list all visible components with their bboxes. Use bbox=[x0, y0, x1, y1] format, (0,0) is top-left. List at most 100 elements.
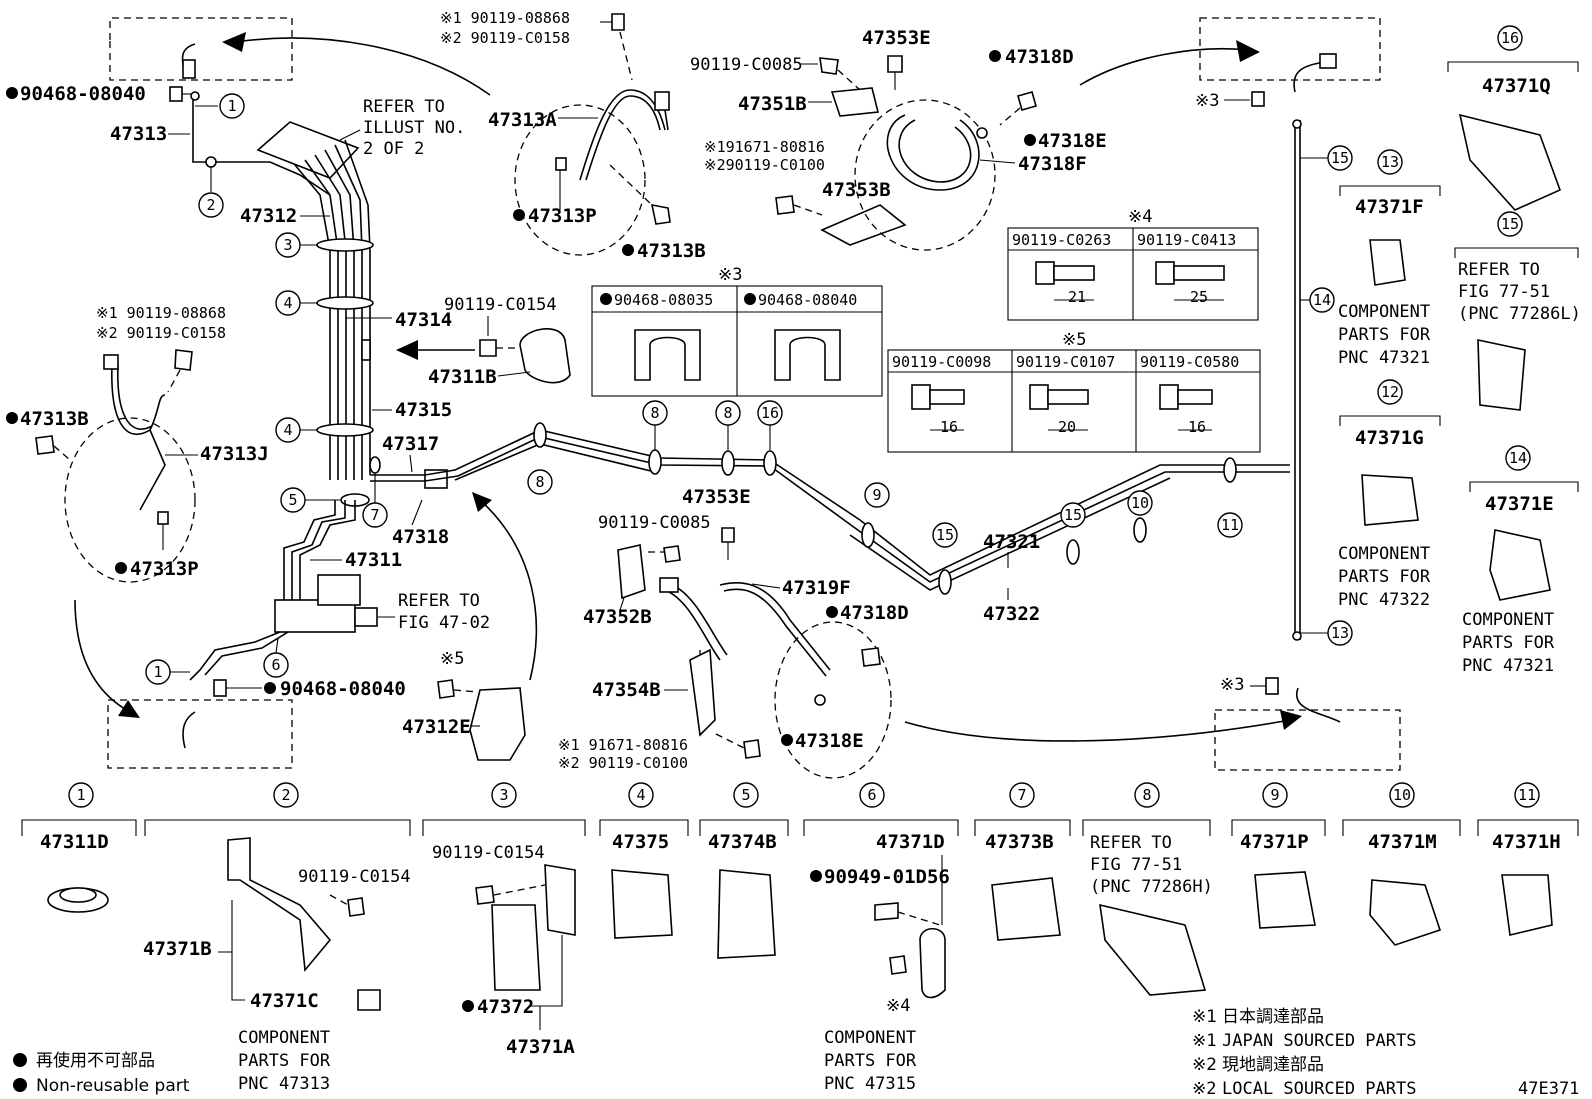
bottom-part-5: 5 47374B bbox=[699, 782, 789, 959]
note-3-mark: ※2 bbox=[1192, 1055, 1217, 1075]
brake-tubes-47311 bbox=[283, 500, 356, 600]
svg-text:9: 9 bbox=[1270, 786, 1279, 804]
label-47311: 47311 bbox=[345, 549, 402, 571]
note-s2-c0158-b: ※2 90119-C0158 bbox=[96, 324, 226, 342]
label-90949-01D56: 90949-01D56 bbox=[824, 866, 950, 888]
table-s5-dim2: 20 bbox=[1058, 418, 1076, 436]
label-47313: 47313 bbox=[110, 123, 167, 145]
note-s1-80816-a: ※191671-80816 bbox=[704, 138, 825, 156]
callout-4-upper: 4 bbox=[283, 294, 292, 312]
table-s4-dim2: 25 bbox=[1190, 288, 1208, 306]
label-47375: 47375 bbox=[612, 831, 669, 853]
svg-text:PARTS FOR: PARTS FOR bbox=[1338, 325, 1431, 345]
callout-3: 3 bbox=[283, 236, 292, 254]
label-47371E: 47371E bbox=[1485, 493, 1554, 515]
label-47311D: 47311D bbox=[40, 831, 109, 853]
detail-box-lower-left bbox=[107, 699, 293, 769]
svg-text:3: 3 bbox=[499, 786, 508, 804]
callout-8-a: 8 bbox=[535, 473, 544, 491]
svg-text:8: 8 bbox=[1142, 786, 1151, 804]
label-47319F: 47319F bbox=[782, 577, 851, 599]
bottom-part-11: 11 47371H bbox=[1477, 782, 1579, 936]
bottom-part-4: 4 47375 bbox=[599, 782, 689, 939]
table-s4-dim1: 21 bbox=[1068, 288, 1086, 306]
callout-11: 11 bbox=[1221, 516, 1239, 534]
svg-text:5: 5 bbox=[741, 786, 750, 804]
legend-jp: 再使用不可部品 bbox=[36, 1050, 155, 1071]
label-47353E-a: 47353E bbox=[862, 27, 931, 49]
svg-text:PARTS FOR: PARTS FOR bbox=[1462, 633, 1555, 653]
label-47314: 47314 bbox=[395, 309, 452, 331]
label-47312: 47312 bbox=[240, 205, 297, 227]
bottom-part-3: 3 90119-C0154 47372 47371A bbox=[422, 782, 586, 1058]
svg-text:COMPONENT: COMPONENT bbox=[1338, 544, 1430, 564]
bottom-part-1: 1 47311D bbox=[21, 782, 137, 913]
table-s4-col1: 90119-C0263 bbox=[1012, 231, 1111, 249]
table-s4-mark: ※4 bbox=[1128, 207, 1152, 227]
svg-text:COMPONENT: COMPONENT bbox=[1338, 302, 1430, 322]
label-47374B: 47374B bbox=[708, 831, 777, 853]
svg-text:6: 6 bbox=[867, 786, 876, 804]
table-s5-dim1: 16 bbox=[940, 418, 958, 436]
right-part-16: 16 47371Q bbox=[1447, 25, 1579, 211]
svg-text:PARTS FOR: PARTS FOR bbox=[1338, 567, 1431, 587]
note-1-text: 日本調達部品 bbox=[1222, 1007, 1324, 1027]
note-2-mark: ※1 bbox=[1192, 1031, 1216, 1051]
svg-text:14: 14 bbox=[1509, 449, 1527, 467]
label-47353E-b: 47353E bbox=[682, 486, 751, 508]
figure-code: 47E371 bbox=[1518, 1079, 1579, 1099]
label-47373B: 47373B bbox=[985, 831, 1054, 853]
label-90468-08040-a: 90468-08040 bbox=[20, 83, 146, 105]
svg-text:REFER TO: REFER TO bbox=[1090, 833, 1172, 853]
label-47313P-a: 47313P bbox=[528, 205, 597, 227]
brake-tube-47321-47322 bbox=[370, 429, 1290, 591]
detail-box-top-left bbox=[109, 17, 293, 81]
label-47313J: 47313J bbox=[200, 443, 269, 465]
svg-text:7: 7 bbox=[1017, 786, 1026, 804]
label-47371F: 47371F bbox=[1355, 196, 1424, 218]
note-s1-08868-b: ※1 90119-08868 bbox=[96, 304, 226, 322]
note-s2-c0100-b: ※2 90119-C0100 bbox=[558, 754, 688, 772]
legend: 再使用不可部品 Non-reusable part bbox=[13, 1050, 190, 1096]
label-47371A: 47371A bbox=[506, 1036, 575, 1058]
label-c0085-a: 90119-C0085 bbox=[690, 55, 803, 75]
svg-text:COMPONENT: COMPONENT bbox=[238, 1028, 330, 1048]
detail-box-top-right bbox=[1199, 17, 1381, 81]
callout-16: 16 bbox=[761, 404, 779, 422]
label-47371H: 47371H bbox=[1492, 831, 1561, 853]
label-47318D-a: 47318D bbox=[1005, 46, 1074, 68]
label-47371M: 47371M bbox=[1368, 831, 1437, 853]
svg-text:11: 11 bbox=[1518, 786, 1536, 804]
label-47371D: 47371D bbox=[876, 831, 945, 853]
label-47353B: 47353B bbox=[822, 179, 891, 201]
label-47321: 47321 bbox=[983, 531, 1040, 553]
table-s4: ※4 90119-C0263 90119-C0413 21 25 bbox=[1007, 207, 1259, 321]
label-47354B: 47354B bbox=[592, 679, 661, 701]
table-s5: ※5 90119-C0098 90119-C0107 90119-C0580 1… bbox=[887, 330, 1261, 453]
callout-10: 10 bbox=[1131, 494, 1149, 512]
label-47312E: 47312E bbox=[402, 716, 471, 738]
callout-12: 13 bbox=[1331, 624, 1349, 642]
svg-text:FIG 77-51: FIG 77-51 bbox=[1090, 855, 1182, 875]
refer-fig-line1: REFER TO bbox=[398, 591, 480, 611]
refer-illust-line2: ILLUST NO. bbox=[363, 118, 465, 138]
right-part-14: 14 47371E COMPONENT PARTS FOR PNC 47321 bbox=[1462, 445, 1579, 676]
callout-1-lower: 1 bbox=[153, 663, 162, 681]
refer-illust-line3: 2 OF 2 bbox=[363, 139, 424, 159]
bottom-part-9: 9 47371P bbox=[1231, 782, 1326, 929]
bottom-part-7: 7 47373B bbox=[974, 782, 1071, 941]
table-s3-col2: 90468-08040 bbox=[758, 291, 857, 309]
svg-text:PARTS FOR: PARTS FOR bbox=[824, 1051, 917, 1071]
label-47318E-b: 47318E bbox=[795, 730, 864, 752]
table-s5-col3: 90119-C0580 bbox=[1140, 353, 1239, 371]
callout-8-c: 8 bbox=[723, 404, 732, 422]
table-s5-dim3: 16 bbox=[1188, 418, 1206, 436]
arrow-to-top-left-box bbox=[234, 37, 491, 96]
note-s2-c0100-a: ※290119-C0100 bbox=[704, 156, 825, 174]
table-s3: ※3 90468-08035 90468-08040 bbox=[591, 265, 883, 397]
note-4-text: LOCAL SOURCED PARTS bbox=[1222, 1079, 1416, 1099]
label-47318: 47318 bbox=[392, 526, 449, 548]
callout-4-lower: 4 bbox=[283, 421, 292, 439]
note-s5-mark: ※5 bbox=[440, 649, 464, 669]
note-3-text: 現地調達部品 bbox=[1222, 1055, 1324, 1075]
